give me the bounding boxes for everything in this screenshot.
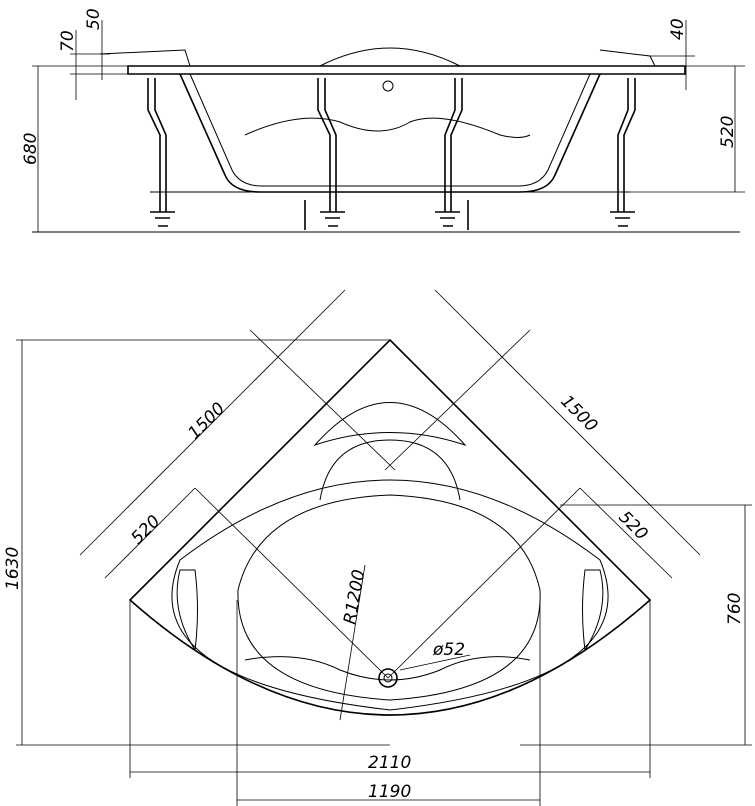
dim-drain-52: ø52 <box>432 640 465 660</box>
dim-40: 40 <box>668 18 688 40</box>
dim-50: 50 <box>84 8 104 30</box>
dim-r1200: R1200 <box>340 568 369 626</box>
tub-outline <box>128 338 652 716</box>
dim-680: 680 <box>21 133 41 165</box>
tub-inner-rim <box>171 479 609 711</box>
tub-basin <box>237 494 541 701</box>
seat-right <box>582 569 604 652</box>
drain <box>378 668 398 688</box>
dim-1630: 1630 <box>3 547 23 590</box>
side-view: 680 520 70 50 40 <box>21 8 745 233</box>
seat-top <box>319 439 461 501</box>
dim-2110: 2110 <box>368 753 411 773</box>
dim-520-left: 520 <box>127 511 164 548</box>
dim-1500-left: 1500 <box>184 399 229 444</box>
plan-view: 1500 1500 520 520 1630 760 2110 1190 R12… <box>3 289 752 806</box>
dim-1190: 1190 <box>368 782 411 802</box>
headrest-top <box>313 402 467 447</box>
legs <box>147 78 636 230</box>
seat-left <box>176 569 198 652</box>
overflow-hole <box>382 80 394 92</box>
tub-rim <box>127 65 686 75</box>
dim-520-right: 520 <box>614 507 651 544</box>
dim-70: 70 <box>58 30 78 52</box>
dim-520-depth: 520 <box>718 116 738 148</box>
dim-1500-right: 1500 <box>556 391 601 436</box>
dim-760: 760 <box>725 593 745 625</box>
tub-body <box>179 73 601 193</box>
headrest-profile <box>319 47 461 67</box>
